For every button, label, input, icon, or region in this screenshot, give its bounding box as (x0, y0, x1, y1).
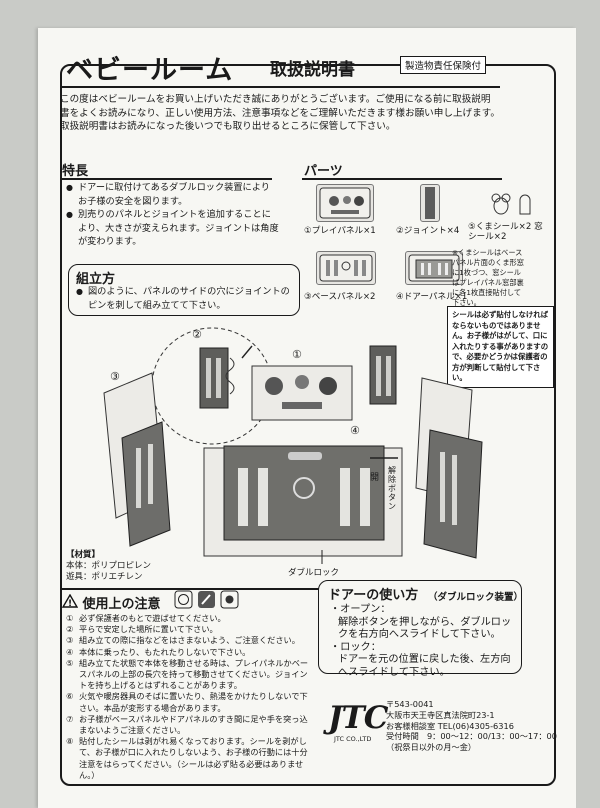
door-usage-box (318, 580, 522, 674)
company-hours: 受付時間 9：00～12：00/13：00～17：00 (386, 731, 557, 742)
diagram-label-4: ④ (350, 424, 360, 437)
title-divider (60, 86, 500, 88)
assembly-heading: 組立方 (76, 272, 116, 287)
base-panel-image (316, 251, 376, 285)
joint-icon (425, 187, 435, 219)
feature-item: 別売りのパネルとジョイントを追加することにより、大きさが変えられます。ジョイント… (66, 208, 280, 249)
material-heading: 【材質】 (66, 550, 101, 560)
company-logo: JTC (328, 700, 388, 736)
play-panel-image (316, 184, 374, 222)
door-usage-heading: ドアーの使い方 (328, 588, 419, 603)
playpen-illustration (103, 327, 483, 564)
svg-text:!: ! (68, 599, 72, 608)
part-label-sticker: ⑤くまシール×2 窓シール×2 (468, 222, 543, 242)
door-panel-image (405, 251, 463, 285)
sticker-image (486, 190, 534, 220)
page-title: ベビールーム (66, 55, 234, 86)
company-holiday: （祝祭日以外の月～金） (386, 742, 477, 753)
caution-heading-row: ! 使用上の注意 (61, 593, 161, 612)
assembly-list: 図のように、パネルのサイドの穴にジョイントのピンを刺して組み立てて下さい。 (76, 285, 296, 312)
diagram-label-1: ① (292, 348, 302, 361)
door-usage-subheading: （ダブルロック装置） (428, 592, 524, 603)
company-tel: お客様相談室 TEL(06)4305-6316 (386, 720, 514, 731)
material-row: 本体：ポリプロピレン (66, 561, 152, 571)
sticker-note: ※くまシールはベースパネル片面のくま形窓に1枚づつ、窓シールはプレイパネル窓部裏… (452, 248, 524, 307)
door-open-label: ・オープン： (330, 604, 391, 615)
part-label-joint: ②ジョイント×4 (396, 226, 460, 236)
door-open-text: 解除ボタンを押しながら、ダブルロックを右方向へスライドして下さい。 (338, 616, 512, 641)
page-subtitle: 取扱説明書 (270, 60, 355, 80)
pl-insurance-badge: 製造物責任保険付 (400, 56, 487, 74)
features-divider (62, 178, 272, 180)
part-label-door-panel: ④ドアーパネル×1 (396, 292, 468, 302)
assembly-diagram: ① ② ③ ④ 開 解除ボタン ダブルロック (52, 318, 552, 586)
door-lock-text: ドアーを元の位置に戻した後、左方向へスライドして下さい。 (338, 654, 511, 678)
diagram-label-open: 開 (370, 473, 380, 483)
sticker-warning-box: シールは必ず貼付しなければならないものではありません。お子様がはがして、口に入れ… (447, 306, 554, 388)
part-label-play-panel: ①プレイパネル×1 (304, 226, 376, 236)
material-row: 遊具：ポリエチレン (66, 572, 143, 582)
assembly-box (68, 264, 300, 316)
parts-divider (302, 178, 502, 180)
manual-frame (60, 64, 556, 786)
base-panel-icon (319, 254, 373, 282)
door-usage-body: ・オープン： 解除ボタンを押しながら、ダブルロックを右方向へスライドして下さい。… (330, 604, 516, 680)
diagram-label-2: ② (192, 328, 202, 341)
company-info: 〒543-0041 大阪市天王寺区真法院町23-1 お客様相談室 TEL(06)… (386, 699, 557, 753)
bear-sticker-icon (491, 193, 531, 215)
safety-pictogram-icon (174, 590, 239, 609)
caution-divider (60, 588, 500, 590)
warning-triangle-icon: ! (61, 593, 79, 612)
door-panel-icon (408, 254, 460, 282)
caution-heading: 使用上の注意 (82, 597, 161, 612)
company-logo-sub: JTC CO.,LTD (334, 735, 372, 743)
intro-text: この度はベビールームをお買い上げいただき誠にありがとうございます。ご使用になる前… (60, 94, 500, 132)
caution-icons (174, 590, 244, 614)
play-panel-icon (319, 187, 371, 219)
feature-item: ドアーに取付けてあるダブルロック装置により お子様の安全を図ります。 (66, 181, 280, 208)
part-label-base-panel: ③ベースパネル×2 (304, 292, 376, 302)
features-heading: 特長 (62, 164, 89, 179)
door-lock-label: ・ロック： (330, 641, 381, 653)
parts-heading: パーツ (304, 164, 343, 179)
diagram-label-double-lock: ダブルロック (288, 568, 340, 578)
joint-image (420, 184, 440, 222)
diagram-label-release-button: 解除ボタン (388, 466, 396, 511)
features-list: ドアーに取付けてあるダブルロック装置により お子様の安全を図ります。 別売りのパ… (66, 181, 280, 249)
diagram-label-3: ③ (110, 370, 120, 383)
company-address: 大阪市天王寺区真法院町23-1 (386, 709, 495, 720)
company-postal: 〒543-0041 (386, 699, 434, 709)
assembly-text: 図のように、パネルのサイドの穴にジョイントのピンを刺して組み立てて下さい。 (76, 285, 296, 312)
material-rows: 本体：ポリプロピレン 遊具：ポリエチレン (66, 561, 151, 583)
